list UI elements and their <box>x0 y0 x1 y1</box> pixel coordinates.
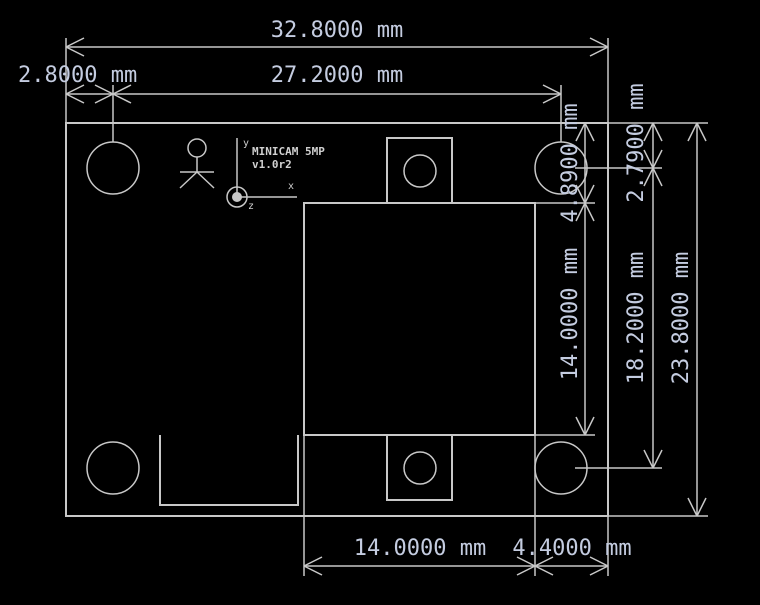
dim-hole-offset-x: 2.8000 mm <box>18 63 137 88</box>
dim-line-hole-spacing-y-arrow <box>643 167 654 187</box>
dim-sensor-edge-x: 4.4000 mm <box>512 536 631 561</box>
dim-overall-width: 32.8000 mm <box>271 18 403 43</box>
dim-line-hole-offset-x-arrow <box>94 84 114 95</box>
dim-line-hole-spacing-y-arrow <box>652 449 663 469</box>
dim-line-overall-width-arrow <box>589 37 609 48</box>
dim-line-sensor-offset-y-arrow <box>575 122 586 142</box>
dimension-lines <box>65 37 707 576</box>
dim-line-hole-offset-x-arrow <box>94 93 114 104</box>
dim-line-hole-spacing-x-arrow <box>542 84 562 95</box>
camera-sensor-outline[interactable] <box>303 202 536 436</box>
origin-axis-icon <box>226 138 297 208</box>
dim-line-overall-height-arrow <box>696 122 707 142</box>
dim-line-hole-spacing-y-arrow <box>643 449 654 469</box>
dim-line-overall-height-arrow <box>687 497 698 517</box>
dim-line-hole-offset-y-arrow <box>643 149 654 169</box>
dim-line-hole-spacing-x-arrow <box>542 93 562 104</box>
dim-line-hole-offset-y-arrow <box>643 122 654 142</box>
dim-line-overall-height-arrow <box>687 122 698 142</box>
dim-line-sensor-width-arrow <box>303 556 323 567</box>
dim-line-overall-width-arrow <box>65 37 85 48</box>
extension-lines <box>65 38 708 576</box>
connector-pad-bottom[interactable] <box>386 434 453 501</box>
dim-line-sensor-edge-x-arrow <box>589 565 609 576</box>
person-icon <box>179 138 215 189</box>
mounting-hole-bottom-left[interactable] <box>86 441 140 495</box>
dim-hole-spacing-x: 27.2000 mm <box>271 63 403 88</box>
dim-line-sensor-width-arrow <box>516 565 536 576</box>
dim-line-overall-width-arrow <box>65 46 85 57</box>
dim-line-sensor-height-arrow <box>575 202 586 222</box>
dim-hole-spacing-y: 18.2000 mm <box>624 252 649 384</box>
dim-line-sensor-offset-y-arrow <box>575 184 586 204</box>
axis-label-y: y <box>243 138 249 149</box>
dim-line-sensor-offset-y-arrow <box>584 184 595 204</box>
dim-line-sensor-width-arrow <box>516 556 536 567</box>
dim-sensor-offset-y: 4.8900 mm <box>558 103 583 222</box>
dim-sensor-width: 14.0000 mm <box>354 536 486 561</box>
connector-hole-bottom[interactable] <box>403 451 437 485</box>
dim-line-sensor-height-arrow <box>584 202 595 222</box>
dim-line-hole-spacing-x-arrow <box>112 84 132 95</box>
dim-line-overall-width-arrow <box>589 46 609 57</box>
silkscreen-title: MINICAM 5MP <box>252 145 325 158</box>
connector-footprint-outline[interactable] <box>159 435 299 506</box>
dim-line-hole-offset-x-arrow <box>65 93 85 104</box>
dim-line-sensor-height-arrow <box>575 416 586 436</box>
dim-line-overall-height-arrow <box>696 497 707 517</box>
dim-line-sensor-offset-y-arrow <box>584 122 595 142</box>
dim-line-sensor-edge-x-arrow <box>534 556 554 567</box>
dim-line-hole-spacing-y-arrow <box>652 167 663 187</box>
connector-pad-top[interactable] <box>386 137 453 204</box>
dim-overall-height: 23.8000 mm <box>669 252 694 384</box>
connector-hole-top[interactable] <box>403 154 437 188</box>
dim-line-sensor-edge-x-arrow <box>534 565 554 576</box>
dim-hole-offset-y: 2.7900 mm <box>624 83 649 202</box>
dim-line-sensor-width-arrow <box>303 565 323 576</box>
dim-line-sensor-height-arrow <box>584 416 595 436</box>
dim-sensor-height: 14.0000 mm <box>558 248 583 380</box>
mounting-hole-top-left[interactable] <box>86 141 140 195</box>
dim-line-hole-offset-x-arrow <box>65 84 85 95</box>
dim-line-hole-spacing-x-arrow <box>112 93 132 104</box>
board-outline[interactable] <box>65 122 609 517</box>
dim-line-hole-offset-y-arrow <box>652 122 663 142</box>
axis-label-x: x <box>288 181 294 192</box>
dim-line-hole-offset-y-arrow <box>652 149 663 169</box>
axis-label-z: z <box>248 201 254 212</box>
silkscreen-version: v1.0r2 <box>252 158 292 171</box>
dim-line-sensor-edge-x-arrow <box>589 556 609 567</box>
